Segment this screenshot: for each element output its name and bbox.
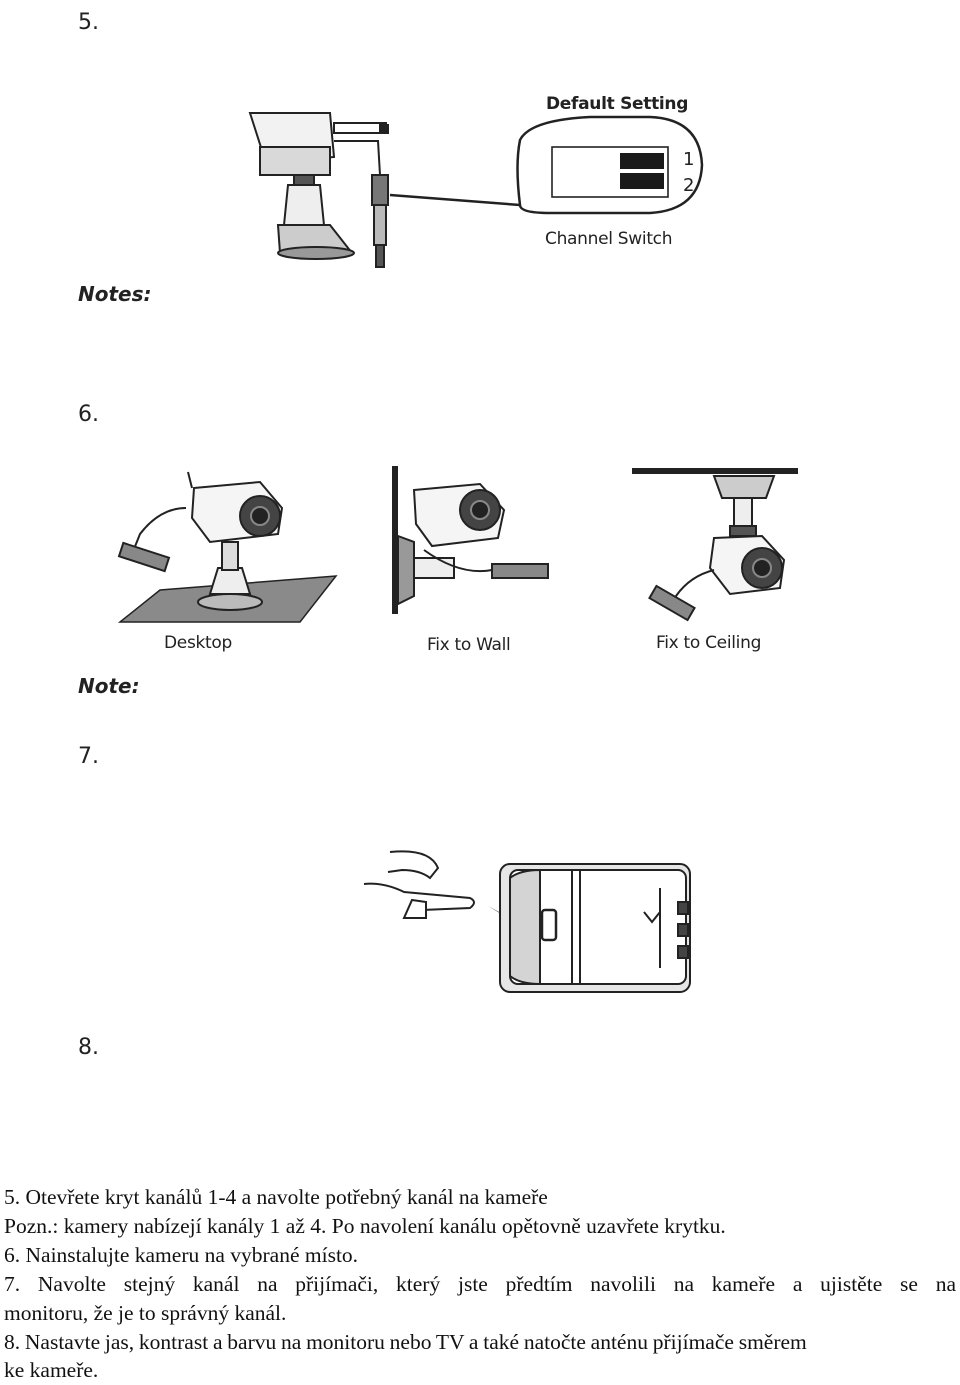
instruction-line-2: Pozn.: kamery nabízejí kanály 1 až 4. Po… — [4, 1214, 726, 1238]
instruction-line-4: 7. Navolte stejný kanál na přijímači, kt… — [4, 1272, 956, 1296]
instruction-line-6: 8. Nastavte jas, kontrast a barvu na mon… — [4, 1330, 807, 1354]
wall-line — [392, 466, 398, 614]
receiver-illustration — [363, 850, 691, 993]
camera-icon — [397, 482, 549, 606]
switch-position-1: 1 — [683, 149, 695, 170]
dip-switch-2 — [620, 173, 664, 189]
instruction-line-5: monitoru, že je to správný kanál. — [4, 1301, 287, 1325]
channel-switch-label: Channel Switch — [545, 229, 673, 249]
step-8-number: 8. — [78, 1035, 99, 1060]
step-6-number: 6. — [78, 402, 99, 427]
switch-position-2: 2 — [683, 175, 695, 196]
callout-bubble — [389, 115, 704, 215]
camera-channel-illustration — [248, 112, 704, 268]
fix-to-wall-label: Fix to Wall — [427, 635, 511, 655]
notes-label: Notes: — [78, 282, 152, 306]
instruction-line-3: 6. Nainstalujte kameru na vybrané místo. — [4, 1243, 359, 1267]
step-7-number: 7. — [78, 744, 99, 769]
dip-switch-1 — [620, 153, 664, 169]
ceiling-line — [632, 468, 798, 474]
fix-to-ceiling-label: Fix to Ceiling — [656, 633, 762, 653]
channel-cover — [540, 908, 558, 942]
instruction-line-7: ke kameře. — [4, 1358, 99, 1382]
note-label: Note: — [78, 674, 140, 698]
camera-icon — [248, 112, 389, 268]
instruction-line-1: 5. Otevřete kryt kanálů 1-4 a navolte po… — [4, 1185, 548, 1209]
wall-mount-illustration — [392, 466, 549, 614]
camera-icon — [648, 475, 786, 622]
step-5-number: 5. — [78, 10, 99, 35]
pointing-hand-icon — [363, 850, 475, 919]
camera-icon — [117, 471, 284, 611]
desktop-label: Desktop — [164, 633, 233, 653]
default-setting-label: Default Setting — [546, 94, 689, 114]
ceiling-mount-illustration — [632, 468, 798, 622]
receiver-device — [499, 863, 691, 993]
desktop-mount-illustration — [117, 471, 338, 623]
